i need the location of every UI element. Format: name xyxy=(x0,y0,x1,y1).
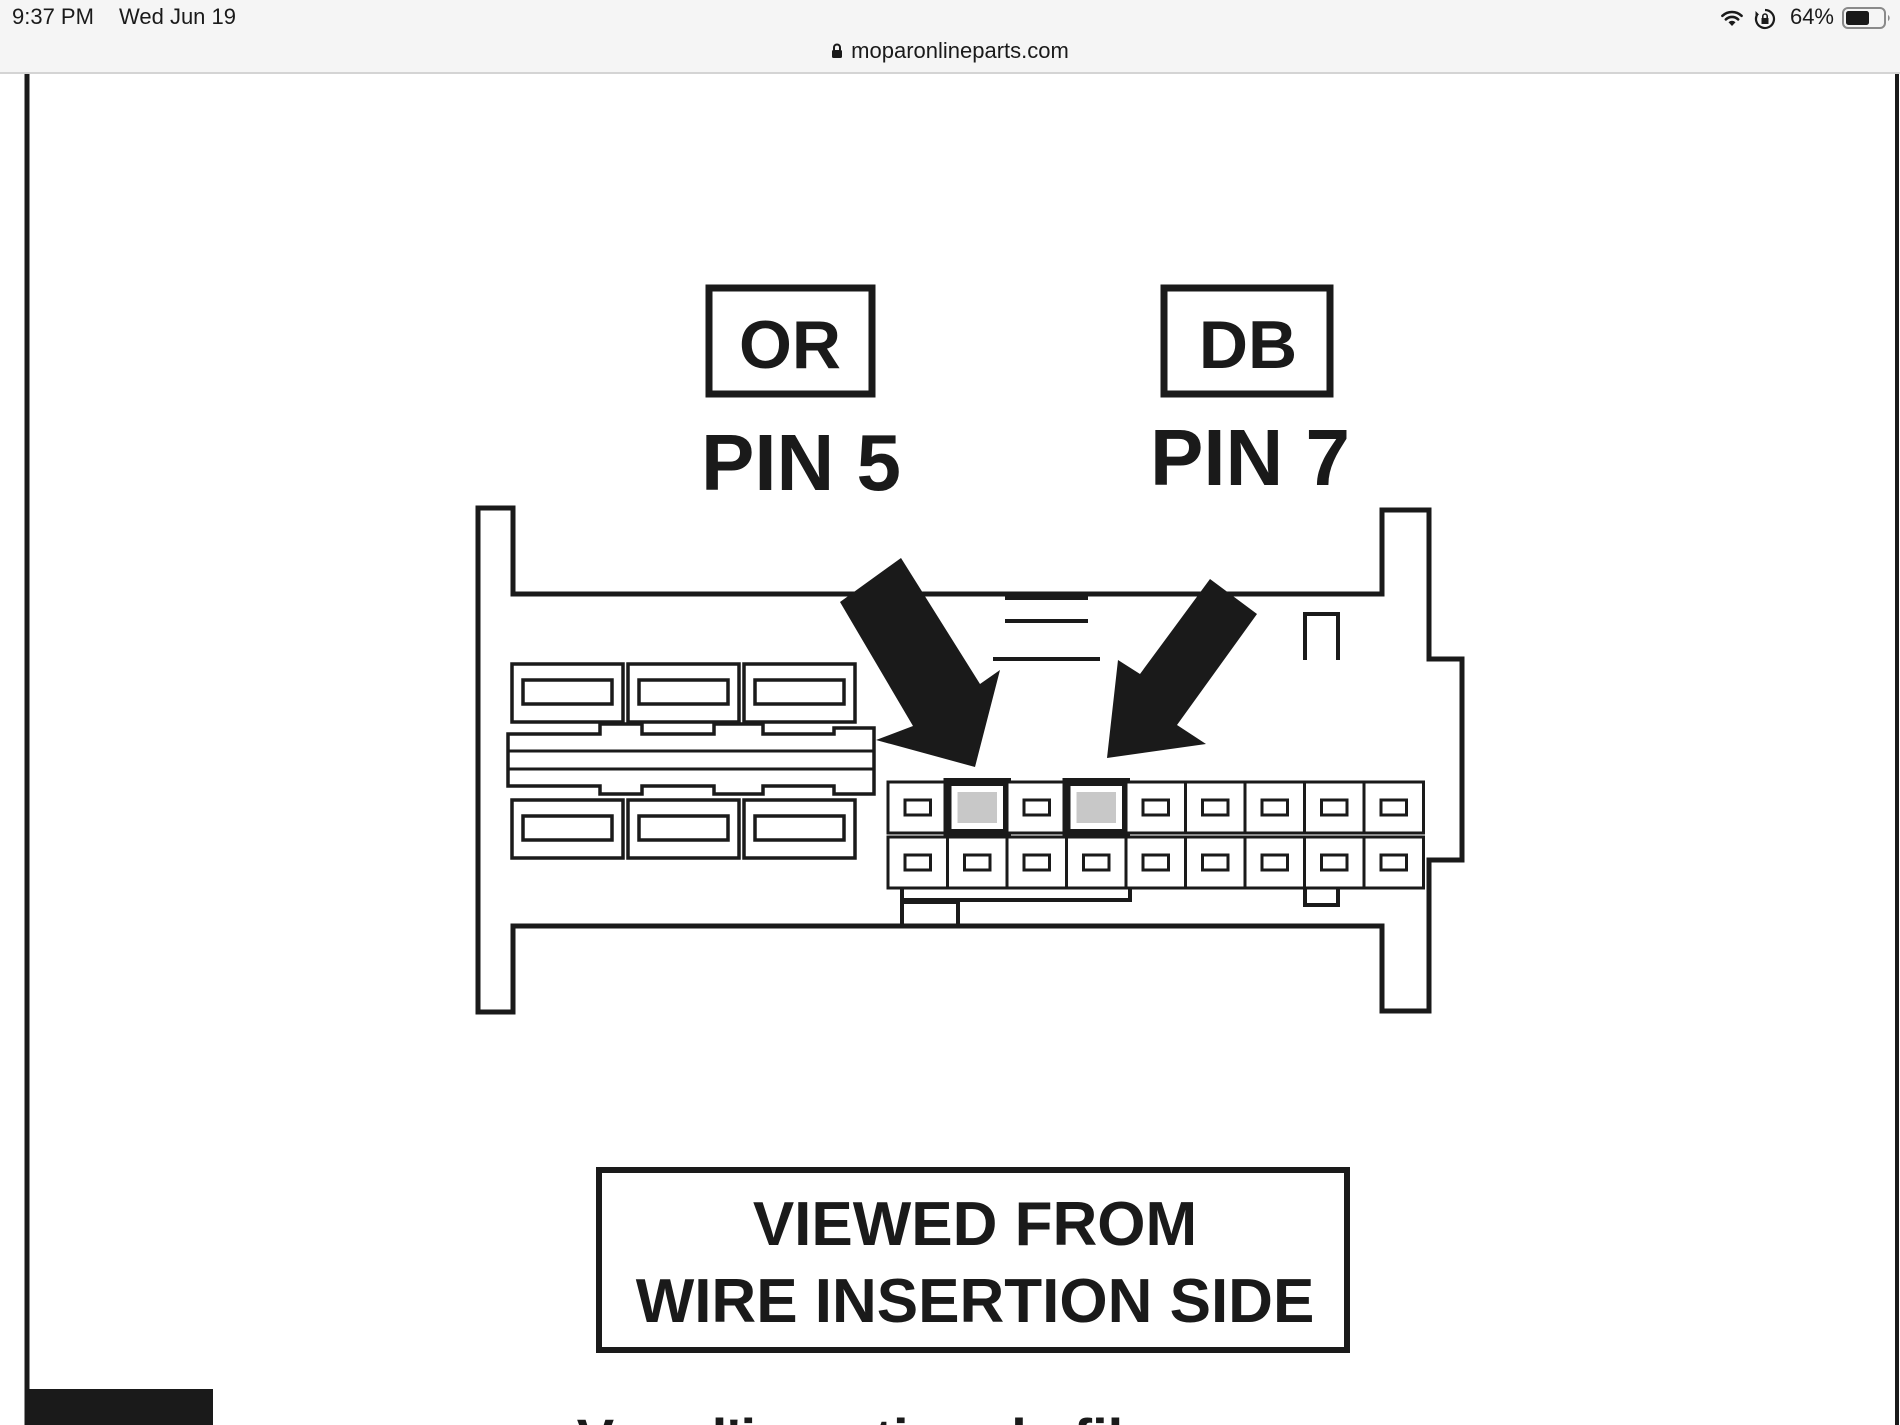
caption-partial-french: Vue d'insertion de fil xyxy=(577,1407,1123,1425)
pin-cavity xyxy=(1062,778,1130,837)
connector-diagram: OR PIN 5 DB PIN 7 VIEWED FROM WIRE INSER… xyxy=(24,74,1899,1425)
url-text: moparonlineparts.com xyxy=(851,38,1069,63)
pin-terminal xyxy=(963,853,992,872)
caption-line-2: WIRE INSERTION SIDE xyxy=(636,1267,1315,1336)
pin-highlight xyxy=(957,792,997,823)
pin-terminal xyxy=(1022,853,1051,872)
key-block-lower xyxy=(900,900,960,926)
status-date: Wed Jun 19 xyxy=(119,4,237,29)
battery-percent: 64% xyxy=(1789,4,1834,29)
pin-terminal xyxy=(1379,853,1408,872)
caption-box xyxy=(596,1167,1350,1353)
pin-terminal xyxy=(1320,853,1349,872)
locking-rail xyxy=(506,722,876,796)
large-cavities-bottom xyxy=(510,798,857,860)
pin-highlight xyxy=(1076,792,1116,823)
pin-terminal xyxy=(1320,798,1349,817)
battery-fill xyxy=(1846,11,1869,25)
wifi-icon xyxy=(1719,8,1745,33)
pin-terminal xyxy=(1260,853,1289,872)
label-or: OR xyxy=(739,307,841,383)
label-pin-7: PIN 7 xyxy=(1150,413,1350,502)
pin-terminal xyxy=(1201,798,1230,817)
label-pin-5: PIN 5 xyxy=(701,418,901,507)
pin-terminal xyxy=(1022,798,1051,817)
pin-terminal xyxy=(903,853,932,872)
arrow-pin-7 xyxy=(1107,579,1257,758)
rotation-lock-icon xyxy=(1754,8,1776,35)
pin-terminal xyxy=(903,798,932,817)
pin-terminal xyxy=(1141,798,1170,817)
latch-notch-top xyxy=(1303,612,1340,660)
black-block xyxy=(28,1389,213,1425)
pin-terminal xyxy=(1260,798,1289,817)
address-bar[interactable]: moparonlineparts.com xyxy=(0,38,1900,65)
label-db: DB xyxy=(1199,307,1297,383)
pin-grid xyxy=(886,778,1425,890)
page-content[interactable]: OR PIN 5 DB PIN 7 VIEWED FROM WIRE INSER… xyxy=(0,74,1900,1425)
arrow-pin-5 xyxy=(840,558,1000,767)
label-box-or xyxy=(705,284,876,398)
pin-cavity xyxy=(1362,780,1425,835)
pin-terminal xyxy=(1082,853,1111,872)
pin-terminal xyxy=(1379,798,1408,817)
pin-terminal xyxy=(1201,853,1230,872)
label-box-db xyxy=(1160,284,1334,398)
status-time: 9:37 PM xyxy=(12,4,94,29)
pin-terminal xyxy=(1141,853,1170,872)
lock-icon xyxy=(831,39,843,65)
large-cavities-top xyxy=(510,662,857,724)
battery-icon xyxy=(1842,7,1892,34)
status-bar: 9:37 PM Wed Jun 19 64% moparonli xyxy=(0,0,1900,74)
caption-line-1: VIEWED FROM xyxy=(753,1190,1197,1259)
